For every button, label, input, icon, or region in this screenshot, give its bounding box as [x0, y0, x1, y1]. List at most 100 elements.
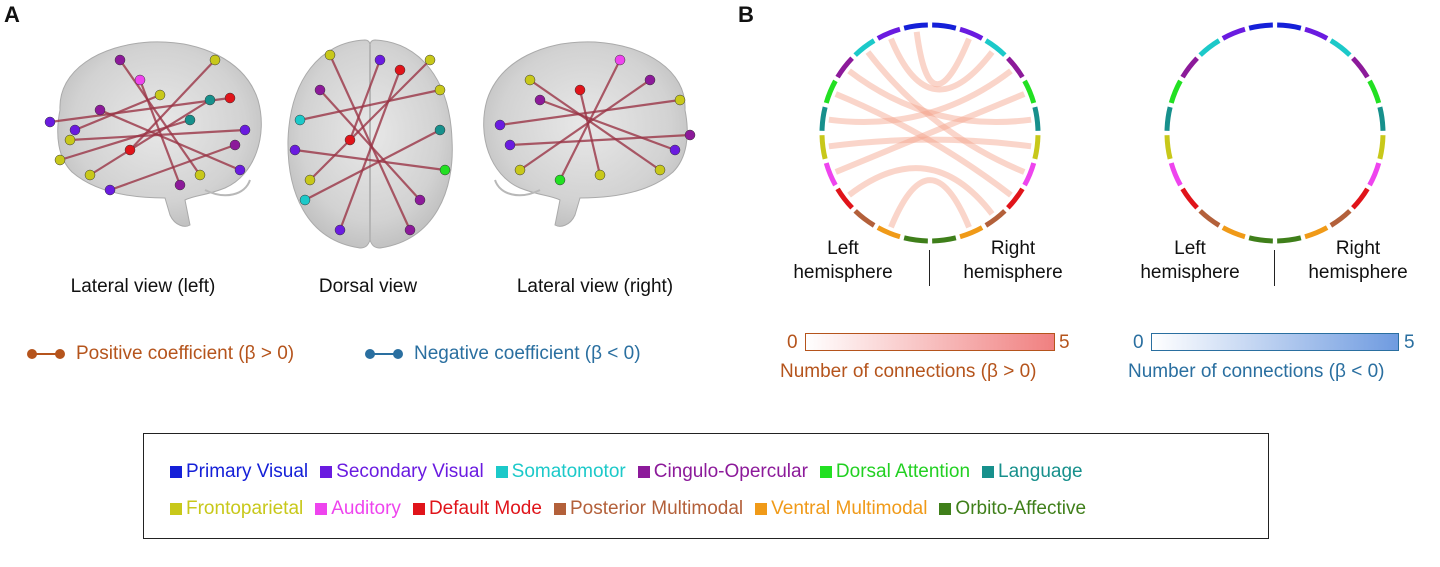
network-posterior-multimodal: Posterior Multimodal	[553, 498, 744, 520]
ring-segment	[1377, 106, 1386, 131]
network-legend: Primary Visual Secondary Visual Somatomo…	[143, 433, 1269, 539]
ring-segment	[903, 22, 928, 31]
colorbar-negative-min: 0	[1133, 332, 1144, 353]
ring-segment	[1221, 26, 1246, 41]
ring-segment	[984, 38, 1007, 57]
chord-link	[834, 91, 1013, 198]
ring-segment	[853, 38, 876, 57]
network-primary-visual: Primary Visual	[170, 461, 308, 483]
panel-label-a: A	[4, 2, 20, 27]
ring-segment	[959, 26, 984, 41]
network-legend-row-2: Frontoparietal Auditory Default Mode Pos…	[170, 498, 1098, 520]
network-label: Orbito-Affective	[955, 498, 1087, 519]
connection-edges	[49, 54, 691, 231]
view-label-dorsal: Dorsal view	[318, 276, 418, 297]
chord-diagram-positive	[819, 22, 1041, 244]
network-swatch	[819, 466, 832, 478]
colorbar-negative	[1151, 333, 1399, 351]
ring-segment	[1198, 209, 1221, 228]
network-cingulo-opercular: Cingulo-Opercular	[637, 461, 808, 483]
ring-segment	[1022, 162, 1037, 187]
ring-segment	[1304, 225, 1329, 240]
chord-link	[834, 91, 1026, 175]
network-swatch	[637, 466, 650, 478]
network-label: Auditory	[331, 498, 401, 519]
ring-segment	[835, 187, 854, 210]
ring-segment	[1248, 22, 1273, 31]
colorbar-negative-max: 5	[1404, 332, 1415, 353]
ring-segment	[1032, 106, 1041, 131]
ring-segment	[1168, 162, 1183, 187]
brain-right-lateral	[483, 41, 688, 227]
negative-coefficient-label: Negative coefficient (β < 0)	[414, 343, 641, 364]
network-label: Primary Visual	[186, 461, 309, 482]
ring-segment	[932, 22, 957, 31]
network-dorsal-attention: Dorsal Attention	[819, 461, 970, 483]
network-swatch	[755, 503, 768, 515]
network-swatch	[170, 503, 182, 515]
ring-segment	[1277, 22, 1302, 31]
chord-link	[888, 37, 995, 93]
network-label: Default Mode	[428, 498, 542, 519]
network-legend-row-1: Primary Visual Secondary Visual Somatomo…	[170, 461, 1095, 483]
ring-segment	[1022, 79, 1037, 104]
positive-edge-icon	[27, 349, 65, 359]
negative-edge-icon	[365, 349, 403, 359]
region-nodes	[44, 49, 696, 236]
ring-segment	[1221, 225, 1246, 240]
network-auditory: Auditory	[315, 498, 401, 520]
network-label: Cingulo-Opercular	[653, 461, 808, 482]
network-swatch	[315, 503, 328, 515]
ring-segment	[853, 209, 876, 228]
chord-link	[847, 165, 995, 216]
ring-segment	[1329, 38, 1352, 57]
network-swatch	[982, 466, 995, 478]
ring-segment	[1367, 79, 1382, 104]
left-hemisphere-label-negative: Left hemisphere	[1140, 238, 1240, 283]
panel-label-b: B	[738, 2, 754, 27]
chord-link	[828, 136, 1032, 150]
ring-segment	[932, 235, 957, 244]
chord-link	[888, 177, 972, 229]
ring-segment	[1164, 106, 1173, 131]
chord-link	[913, 31, 972, 88]
colorbar-positive	[805, 333, 1055, 351]
network-label: Frontoparietal	[186, 498, 304, 519]
network-language: Language	[982, 461, 1083, 483]
chord-link	[847, 68, 1032, 125]
ring-segment	[819, 135, 828, 160]
right-hemisphere-label-negative: Right hemisphere	[1308, 238, 1408, 283]
ring-segment	[959, 225, 984, 240]
view-label-left: Lateral view (left)	[70, 276, 216, 297]
ring-segment	[984, 209, 1007, 228]
chord-link	[828, 68, 1013, 125]
colorbar-positive-min: 0	[787, 332, 798, 353]
chord-diagram-negative	[1164, 22, 1386, 244]
colorbar-positive-title: Number of connections (β > 0)	[780, 361, 1037, 382]
network-secondary-visual: Secondary Visual	[320, 461, 484, 483]
hemisphere-divider-positive	[929, 250, 930, 286]
ring-segment	[1304, 26, 1329, 41]
ring-segment	[1351, 56, 1370, 79]
network-swatch	[412, 503, 425, 515]
ring-segment	[903, 235, 928, 244]
network-label: Somatomotor	[511, 461, 626, 482]
ring-segment	[876, 225, 901, 240]
ring-segment	[823, 79, 838, 104]
positive-coefficient-legend: Positive coefficient (β > 0)	[26, 343, 294, 365]
network-swatch	[553, 503, 566, 515]
network-swatch	[170, 466, 182, 478]
positive-coefficient-label: Positive coefficient (β > 0)	[76, 343, 295, 364]
colorbar-positive-max: 5	[1059, 332, 1070, 353]
ring-segment	[1180, 187, 1199, 210]
negative-coefficient-legend: Negative coefficient (β < 0)	[364, 343, 641, 365]
right-hemisphere-label-positive: Right hemisphere	[963, 238, 1063, 283]
ring-segment	[819, 106, 828, 131]
network-label: Language	[998, 461, 1083, 482]
ring-segment	[1198, 38, 1221, 57]
ring-segment	[1248, 235, 1273, 244]
ring-segment	[1032, 135, 1041, 160]
network-swatch	[939, 503, 952, 515]
network-label: Posterior Multimodal	[569, 498, 744, 519]
ring-segment	[1277, 235, 1302, 244]
